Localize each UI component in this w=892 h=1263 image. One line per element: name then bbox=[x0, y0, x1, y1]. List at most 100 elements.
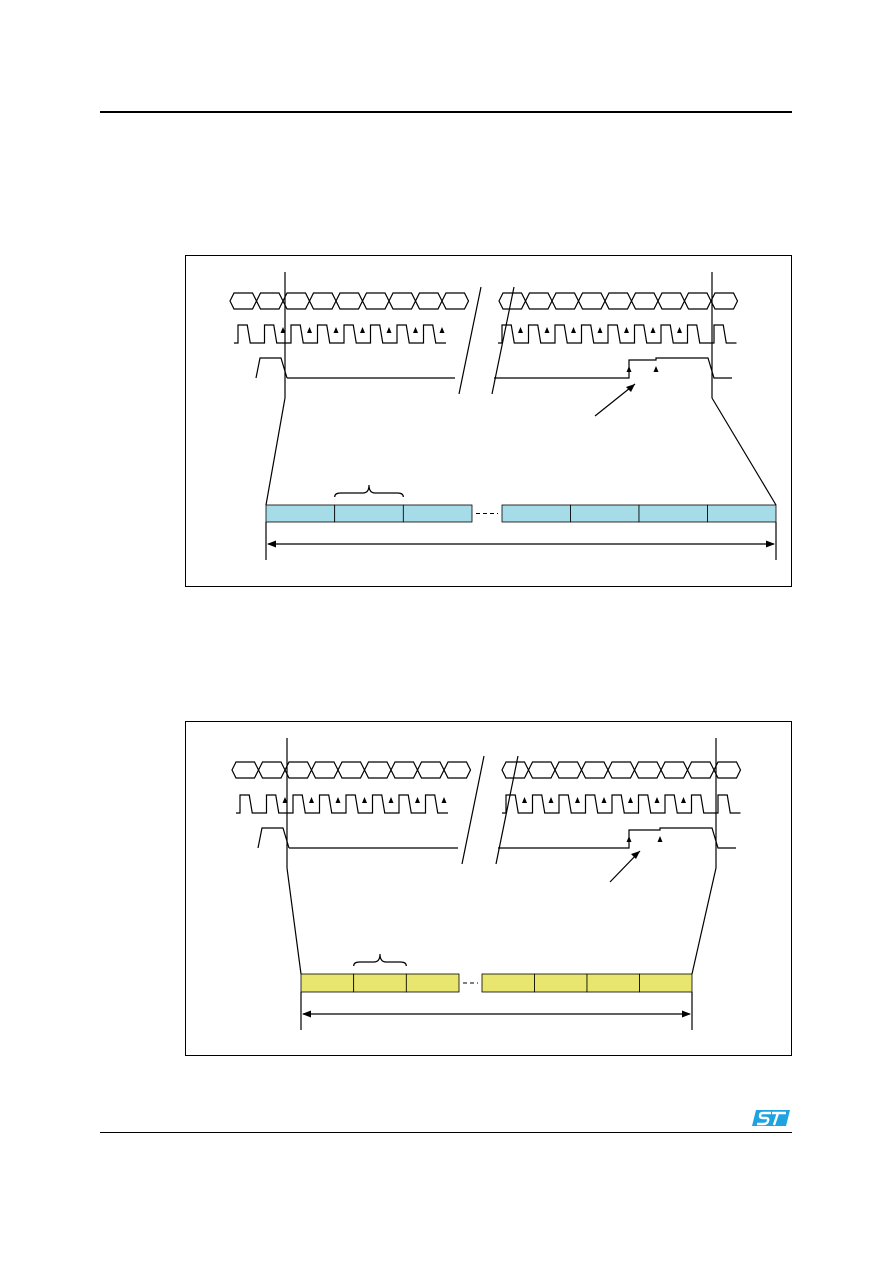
frame-segment-right-1 bbox=[534, 973, 588, 993]
data-bus-cell-left-7 bbox=[414, 292, 443, 310]
data-bus-cell-right-5 bbox=[633, 761, 662, 779]
timing-diagram-1 bbox=[185, 255, 792, 587]
data-bus-cell-right-6 bbox=[660, 761, 689, 779]
clock-edge-arrow-left-7 bbox=[439, 327, 445, 333]
frame-segment-left-2 bbox=[405, 973, 460, 993]
strobe-end-pulse bbox=[494, 357, 732, 379]
strobe-pulse-start bbox=[255, 357, 288, 379]
header-rule bbox=[100, 111, 792, 113]
footer-rule bbox=[100, 1132, 792, 1133]
data-bus-cell-left-4 bbox=[335, 292, 364, 310]
clock-edge-arrow-left-3 bbox=[335, 797, 341, 803]
break-mark-right bbox=[495, 755, 519, 865]
clock-edge-arrow-right-1 bbox=[548, 797, 554, 803]
data-bus-cell-right-1 bbox=[524, 292, 553, 310]
strobe-edge-arrow-1 bbox=[657, 836, 663, 842]
clock-edge-arrow-left-1 bbox=[280, 327, 286, 333]
data-bus-cell-right-7 bbox=[683, 292, 712, 310]
data-bus-cell-right-1 bbox=[527, 761, 556, 779]
data-bus-cell-left-0 bbox=[229, 292, 258, 310]
data-bus-cell-right-8 bbox=[713, 761, 742, 779]
clock-edge-arrow-left-5 bbox=[388, 797, 394, 803]
frame-segment-right-0 bbox=[501, 504, 571, 523]
clock-edge-arrow-right-0 bbox=[518, 327, 523, 333]
data-bus-cell-left-5 bbox=[361, 292, 390, 310]
strobe-edge-arrow-1 bbox=[653, 366, 659, 372]
data-bus-cell-left-8 bbox=[443, 761, 472, 779]
data-bus-cell-left-1 bbox=[255, 292, 284, 310]
clock-edge-arrow-right-1 bbox=[544, 327, 550, 333]
data-bus-cell-right-3 bbox=[580, 761, 609, 779]
data-bus-cell-right-2 bbox=[554, 761, 583, 779]
strobe-edge-arrow-0 bbox=[626, 836, 632, 842]
break-mark-left bbox=[461, 755, 485, 865]
duration-arrow-head-right bbox=[682, 1010, 691, 1018]
data-bus-cell-right-6 bbox=[657, 292, 686, 310]
clock-edge-arrow-right-6 bbox=[677, 327, 682, 333]
frame-segment-right-2 bbox=[586, 973, 640, 993]
clock-edge-arrow-right-2 bbox=[571, 327, 576, 333]
duration-arrow-head-left bbox=[267, 540, 276, 548]
clock-edge-arrow-left-6 bbox=[415, 797, 420, 803]
clock-edge-arrow-right-2 bbox=[575, 797, 580, 803]
clock-edge-arrow-left-5 bbox=[386, 327, 392, 333]
frame-segment-left-2 bbox=[402, 504, 473, 523]
frame-segment-right-0 bbox=[481, 973, 535, 993]
frame-segment-left-0 bbox=[300, 973, 355, 993]
data-bus-cell-left-2 bbox=[284, 761, 313, 779]
data-bus-cell-right-7 bbox=[686, 761, 715, 779]
clock-waveform-left bbox=[236, 794, 448, 814]
clock-edge-arrow-left-4 bbox=[360, 327, 365, 333]
annotation-pointer-head bbox=[626, 384, 635, 392]
strobe-end-pulse bbox=[498, 827, 736, 849]
frame-segment-left-1 bbox=[334, 504, 404, 523]
clock-edge-arrow-left-3 bbox=[333, 327, 339, 333]
strobe-pulse-start bbox=[257, 827, 290, 849]
data-bus-cell-right-4 bbox=[607, 761, 636, 779]
clock-edge-arrow-right-3 bbox=[601, 797, 607, 803]
segment-brace bbox=[334, 484, 404, 498]
data-bus-cell-left-4 bbox=[337, 761, 366, 779]
timing-diagram-1-svg bbox=[229, 272, 777, 560]
clock-edge-arrow-right-4 bbox=[624, 327, 629, 333]
data-bus-cell-left-5 bbox=[363, 761, 392, 779]
zoom-line-right bbox=[691, 867, 717, 975]
zoom-line-left bbox=[286, 867, 302, 975]
data-bus-cell-right-4 bbox=[604, 292, 633, 310]
annotation-pointer-head bbox=[631, 851, 640, 859]
zoom-line-right bbox=[711, 397, 777, 506]
data-bus-cell-left-3 bbox=[308, 292, 337, 310]
data-bus-cell-left-3 bbox=[310, 761, 339, 779]
clock-edge-arrow-right-0 bbox=[522, 797, 527, 803]
frame-segment-right-3 bbox=[707, 504, 777, 523]
clock-edge-arrow-left-2 bbox=[309, 797, 314, 803]
clock-edge-arrow-right-3 bbox=[597, 327, 603, 333]
clock-edge-arrow-right-6 bbox=[681, 797, 686, 803]
clock-waveform-right bbox=[502, 794, 741, 814]
frame-segment-right-2 bbox=[638, 504, 708, 523]
timing-diagram-2-svg bbox=[231, 738, 742, 1030]
data-bus-cell-right-8 bbox=[710, 292, 739, 310]
clock-edge-arrow-right-4 bbox=[628, 797, 633, 803]
frame-segment-right-3 bbox=[639, 973, 693, 993]
strobe-edge-arrow-0 bbox=[626, 366, 632, 372]
break-mark-right bbox=[491, 286, 515, 395]
clock-edge-arrow-left-1 bbox=[282, 797, 288, 803]
clock-edge-arrow-left-4 bbox=[362, 797, 367, 803]
data-bus-cell-left-6 bbox=[390, 761, 419, 779]
clock-edge-arrow-left-6 bbox=[413, 327, 418, 333]
zoom-line-left bbox=[265, 397, 286, 506]
clock-waveform-right bbox=[498, 324, 737, 344]
data-bus-cell-left-6 bbox=[388, 292, 417, 310]
clock-edge-arrow-right-5 bbox=[654, 797, 660, 803]
timing-diagram-2 bbox=[185, 721, 792, 1056]
data-bus-cell-left-7 bbox=[416, 761, 445, 779]
data-bus-cell-right-3 bbox=[577, 292, 606, 310]
data-bus-cell-left-2 bbox=[282, 292, 311, 310]
data-bus-cell-right-2 bbox=[551, 292, 580, 310]
data-bus-cell-left-0 bbox=[231, 761, 260, 779]
data-bus-cell-left-8 bbox=[441, 292, 470, 310]
frame-segment-right-1 bbox=[570, 504, 640, 523]
data-bus-cell-right-5 bbox=[630, 292, 659, 310]
duration-arrow-head-left bbox=[302, 1010, 311, 1018]
